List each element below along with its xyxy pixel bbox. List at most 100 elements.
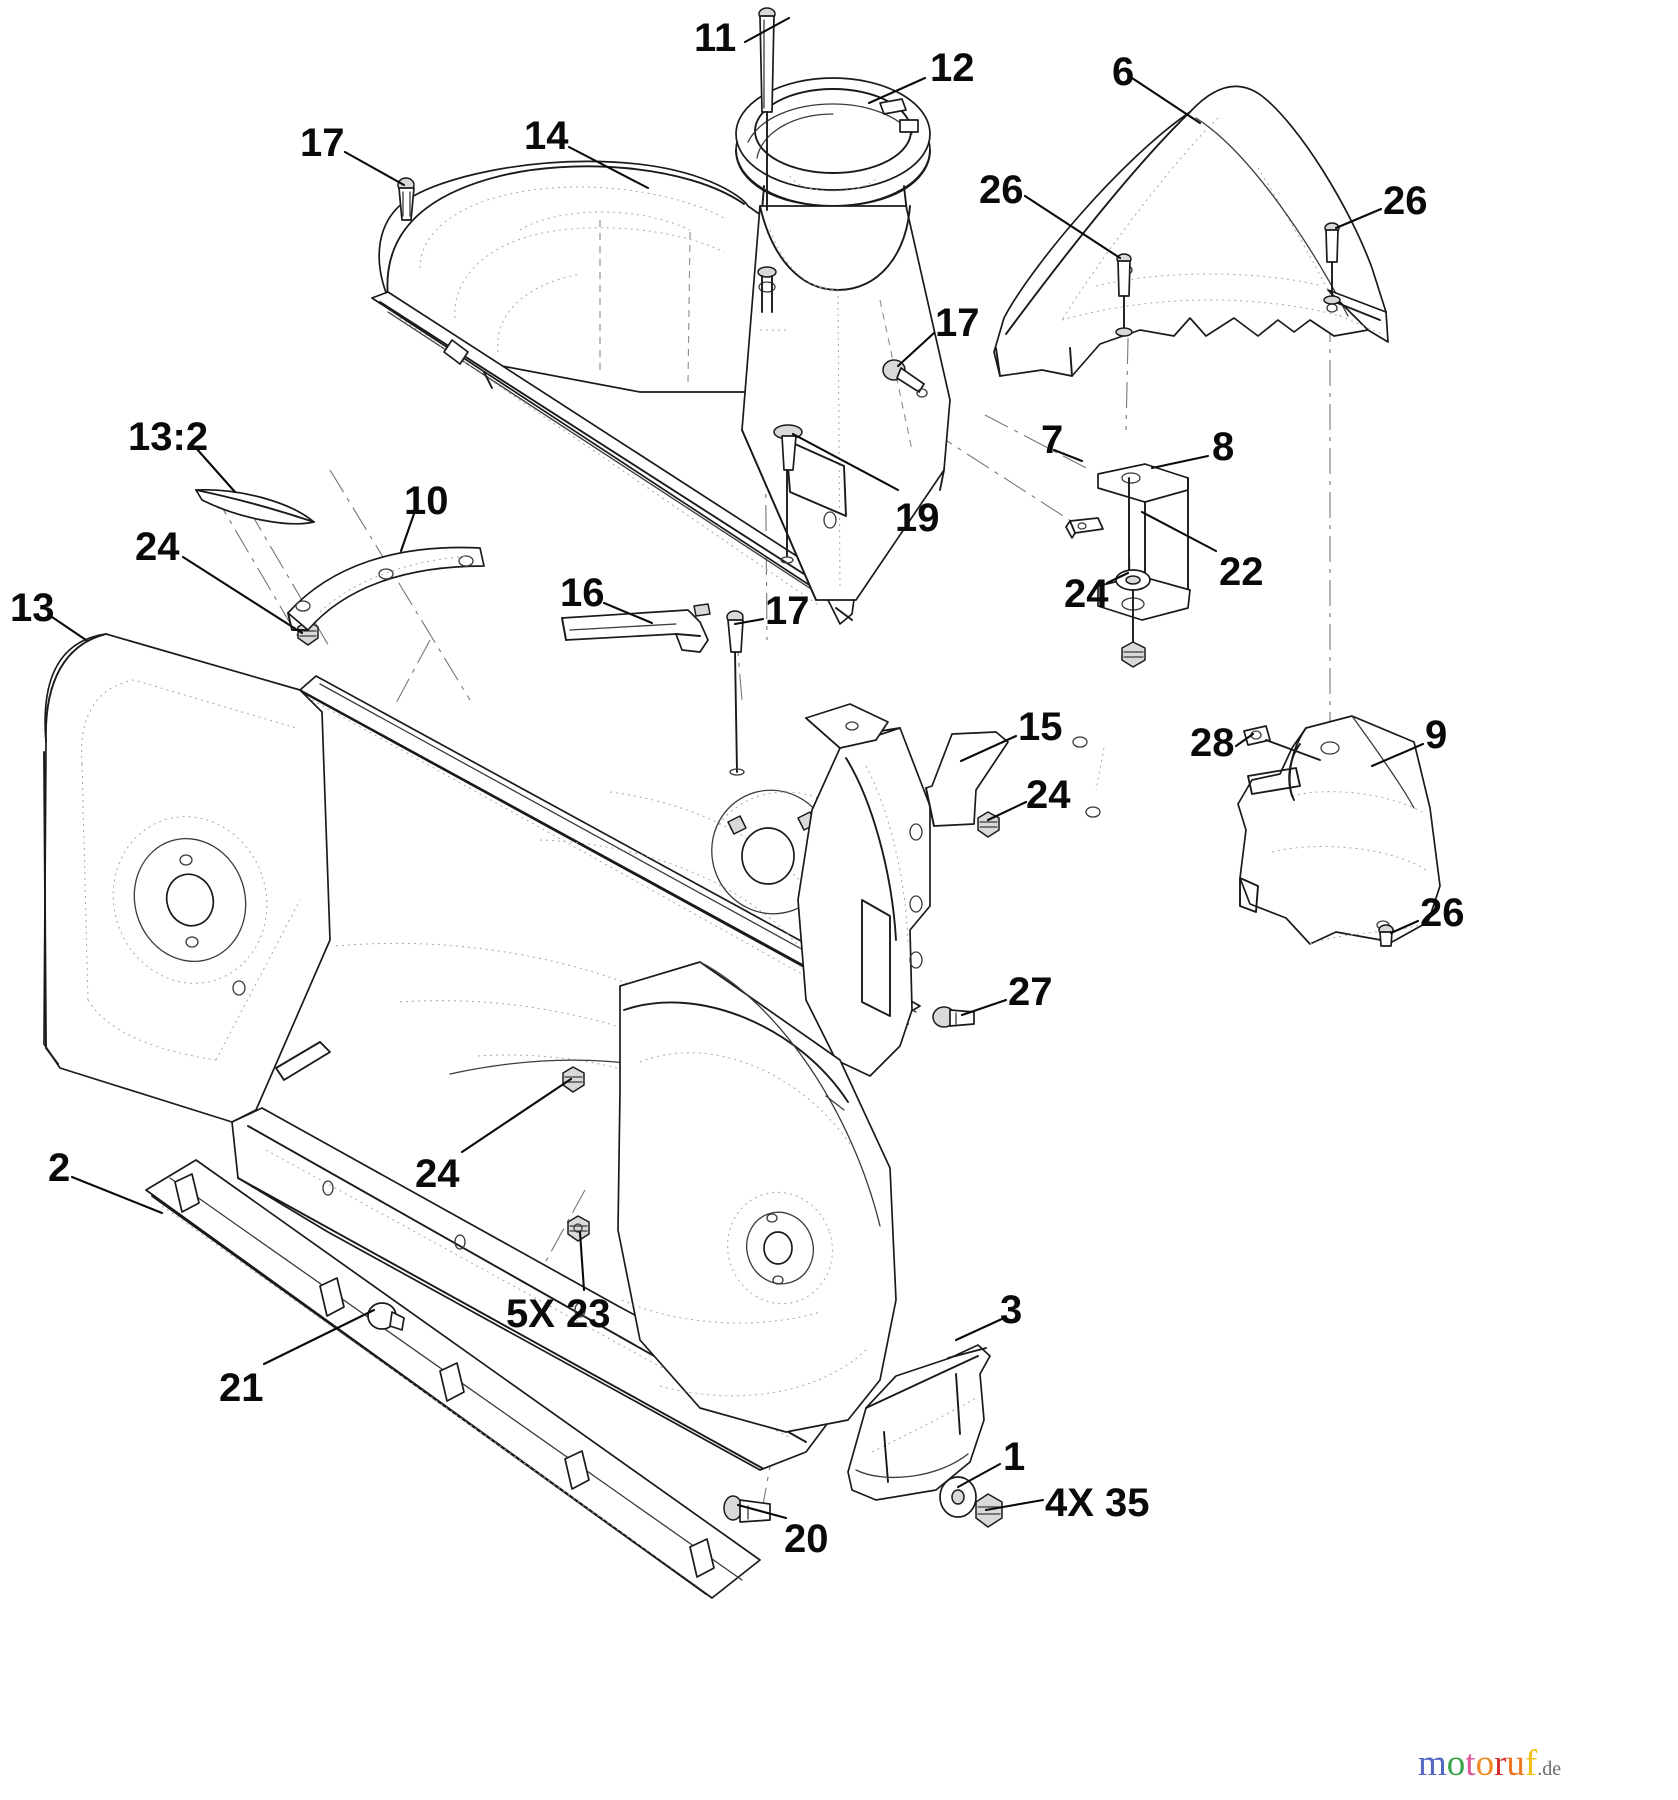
callout-22: 22 xyxy=(1219,550,1264,594)
part-3-skid-shoe xyxy=(847,1344,991,1501)
leader-line-c26b xyxy=(1334,207,1383,230)
part-22-washer-plate xyxy=(1097,569,1191,649)
part-23-lock-nut xyxy=(567,1215,590,1242)
part-7-clip-nut xyxy=(1065,517,1104,539)
leader-line-c24e xyxy=(1105,571,1130,585)
leader-line-c1 xyxy=(956,1462,1002,1489)
leader-line-c4x35 xyxy=(984,1498,1045,1512)
callout-27: 27 xyxy=(1008,970,1053,1014)
leader-line-c17c xyxy=(733,617,765,626)
callout-26: 26 xyxy=(979,168,1024,212)
callout-8: 8 xyxy=(1212,425,1235,469)
callout-15: 15 xyxy=(1018,705,1063,749)
callout-16: 16 xyxy=(560,571,605,615)
callout-21: 21 xyxy=(219,1366,264,1410)
part-27-bolt xyxy=(932,1006,975,1028)
leader-line-c27 xyxy=(960,998,1008,1017)
leader-line-c26c xyxy=(1389,919,1420,935)
watermark-letter: u xyxy=(1506,1743,1525,1784)
callout-24: 24 xyxy=(1064,572,1109,616)
leader-line-c12 xyxy=(867,76,927,105)
leader-line-c13 xyxy=(50,615,88,642)
callout-13-2: 13:2 xyxy=(128,415,209,459)
leader-line-c24b xyxy=(986,800,1028,822)
callout-20: 20 xyxy=(784,1517,829,1561)
callout-26: 26 xyxy=(1420,891,1465,935)
leader-line-c17a xyxy=(343,150,406,187)
part-26-cover-screws xyxy=(1115,222,1341,337)
leader-line-c26a xyxy=(1023,194,1122,260)
callout-4x-35: 4X 35 xyxy=(1045,1481,1150,1525)
callout-9: 9 xyxy=(1425,713,1448,757)
callout-12: 12 xyxy=(930,46,975,90)
part-1-washer xyxy=(939,1476,977,1518)
watermark-letter: o xyxy=(1475,1743,1495,1784)
leader-line-c22 xyxy=(1140,510,1218,553)
leader-line-c8 xyxy=(1150,454,1210,470)
part-13-2-blade xyxy=(195,488,315,525)
part-6-top-cover xyxy=(993,85,1389,377)
callout-19: 19 xyxy=(895,496,940,540)
leader-line-c5x23 xyxy=(578,1230,586,1292)
callout-5x-23: 5X 23 xyxy=(506,1292,611,1336)
part-15-latch-bracket xyxy=(925,731,1105,827)
callout-26: 26 xyxy=(1383,179,1428,223)
part-11-carriage-bolt xyxy=(757,7,777,313)
leader-line-c24c xyxy=(460,1077,573,1154)
watermark-letter: r xyxy=(1494,1743,1507,1784)
leader-line-c6 xyxy=(1130,76,1202,125)
leader-line-c13_2 xyxy=(194,446,237,494)
leader-line-c10 xyxy=(399,509,417,553)
callout-24: 24 xyxy=(135,525,180,569)
part-20-bolt xyxy=(723,1495,771,1523)
callout-17: 17 xyxy=(935,301,980,345)
chute-tube-body xyxy=(741,205,951,601)
callout-24: 24 xyxy=(415,1152,460,1196)
callout-10: 10 xyxy=(404,479,449,523)
leader-line-c19 xyxy=(791,432,900,492)
watermark-motoruf: motoruf.de xyxy=(1418,1742,1561,1785)
callout-24: 24 xyxy=(1026,773,1071,817)
leader-line-c24a xyxy=(181,555,304,635)
leader-line-c14 xyxy=(567,145,650,190)
callout-13: 13 xyxy=(10,586,55,630)
watermark-letter: t xyxy=(1465,1743,1476,1784)
callout-7: 7 xyxy=(1041,418,1064,462)
leader-line-c11 xyxy=(743,16,791,44)
leader-line-c15 xyxy=(959,734,1018,763)
leader-line-c16 xyxy=(602,601,654,625)
watermark-letter: f xyxy=(1524,1743,1538,1784)
leader-line-c28 xyxy=(1234,732,1255,748)
leader-line-c3 xyxy=(954,1316,1006,1342)
callout-6: 6 xyxy=(1112,50,1135,94)
leader-line-c20 xyxy=(736,1503,788,1520)
callout-3: 3 xyxy=(1000,1288,1023,1332)
callout-17: 17 xyxy=(300,121,345,165)
callout-17: 17 xyxy=(765,589,810,633)
part-9-side-cover xyxy=(1237,715,1441,945)
leader-line-c21 xyxy=(262,1308,376,1366)
part-21-pin xyxy=(367,1302,405,1331)
leader-line-c17b xyxy=(896,331,936,368)
callout-2: 2 xyxy=(48,1146,71,1190)
leader-line-c9 xyxy=(1370,742,1425,768)
leader-line-c2 xyxy=(70,1175,164,1215)
part-26c-screw xyxy=(1378,924,1394,947)
leader-line-c7 xyxy=(1052,448,1084,463)
part-2-scraper-bar xyxy=(145,1159,761,1599)
watermark-suffix: .de xyxy=(1537,1758,1562,1780)
watermark-letter: m xyxy=(1418,1743,1447,1784)
part-13-auger-housing xyxy=(43,633,931,1471)
callout-leader-lines xyxy=(50,16,1425,1520)
part-10-brace-bracket xyxy=(287,546,485,631)
callout-14: 14 xyxy=(524,114,569,158)
part-28-clip xyxy=(1243,725,1321,761)
callout-28: 28 xyxy=(1190,721,1235,765)
part-19-bolt xyxy=(773,424,803,564)
part-8-bracket xyxy=(1097,463,1189,605)
callout-1: 1 xyxy=(1003,1435,1026,1479)
callout-11: 11 xyxy=(694,16,737,60)
part-16-handle-bar xyxy=(561,603,711,653)
